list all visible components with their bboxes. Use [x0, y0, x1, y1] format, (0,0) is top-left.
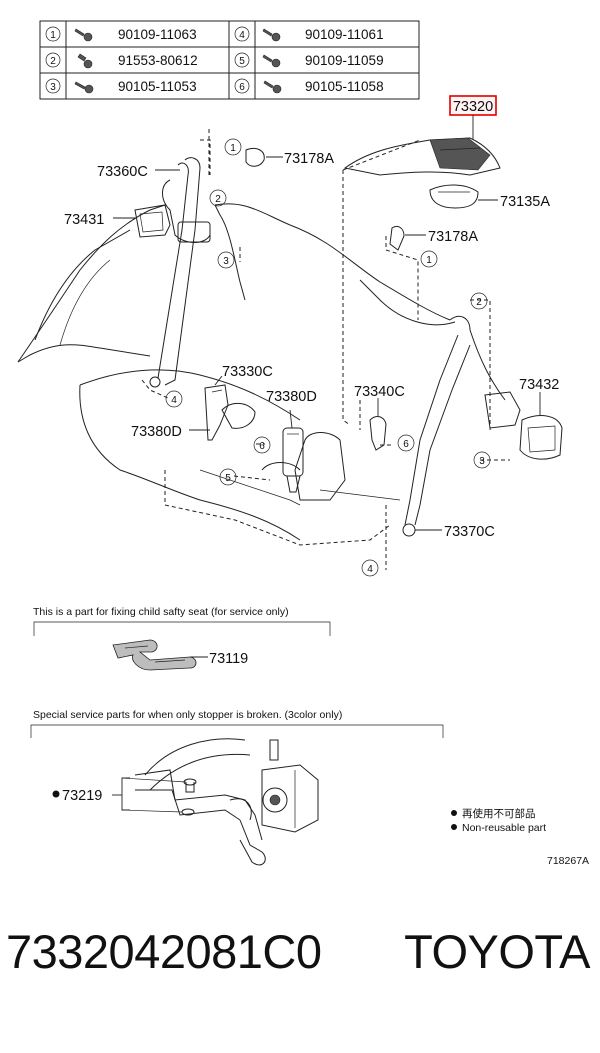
part-labels: 73360C 73178A 73135A 73178A 73431 73330C…: [64, 151, 559, 540]
label-73178A-top: 73178A: [284, 151, 334, 167]
anchor-clip: [389, 225, 405, 251]
fastener-table: 1 90109-11063 2 91553-80612 3 90105-1105…: [39, 20, 420, 100]
callout-4-b: 4: [361, 559, 379, 577]
footer-part-number: 7332042081C0: [6, 925, 322, 978]
belt-assembly-right: [402, 315, 521, 537]
label-73431: 73431: [64, 212, 104, 228]
callout-1-a: 1: [224, 138, 242, 156]
label-73135A: 73135A: [500, 194, 550, 210]
stopper-note: Special service parts for when only stop…: [33, 709, 342, 721]
label-73360C: 73360C: [97, 164, 148, 180]
highlight-part-label: 73320: [453, 99, 493, 115]
stopper-section: Special service parts for when only stop…: [30, 709, 444, 866]
callout-3-a: 3: [217, 251, 235, 269]
table-no-3: 3: [50, 82, 56, 93]
dashed-reference-lines: [141, 129, 510, 570]
callout-2-a: 2: [209, 189, 227, 207]
svg-text:1: 1: [426, 255, 432, 266]
label-73380D-left: 73380D: [131, 424, 182, 440]
svg-text:6: 6: [259, 441, 265, 452]
stopper-button: [181, 778, 197, 816]
retractor-cover-right: [519, 415, 563, 460]
figure-code: 718267A: [547, 855, 589, 867]
stopper-retractor: [261, 764, 319, 833]
anchor-cover-cap: [245, 147, 265, 167]
label-73370C: 73370C: [444, 524, 495, 540]
stopper-belt-assembly: [134, 738, 279, 866]
bolt-icon: [74, 28, 93, 42]
buckle-73380D-right: [282, 427, 304, 493]
callout-6-a: 6: [253, 436, 271, 454]
svg-text:3: 3: [479, 456, 485, 467]
table-no-2: 2: [50, 56, 56, 67]
footer: 7332042081C0 TOYOTA: [0, 912, 600, 992]
svg-text:2: 2: [476, 297, 482, 308]
label-73219: 73219: [62, 788, 102, 804]
table-row-2: 2 91553-80612: [45, 52, 198, 69]
table-part-2: 91553-80612: [118, 53, 198, 68]
callout-6-b: 6: [397, 434, 415, 452]
buckle-73380D-left: [221, 403, 256, 429]
non-reusable-bullet: [52, 790, 60, 798]
svg-text:4: 4: [171, 395, 177, 406]
table-part-6: 90105-11058: [305, 79, 384, 94]
buckle-73340C: [369, 416, 387, 451]
label-73432: 73432: [519, 377, 559, 393]
table-part-5: 90109-11059: [305, 53, 384, 68]
table-row-4: 4 90109-11061: [234, 26, 384, 42]
table-no-6: 6: [239, 82, 245, 93]
callout-5-a: 5: [219, 468, 237, 486]
retractor-cover: [429, 184, 479, 209]
label-73178A-mid: 73178A: [428, 229, 478, 245]
callout-circles: 1 2 3 4 6 5 1 2 6 3 4: [165, 138, 491, 577]
retractor-assembly-top: [343, 137, 501, 176]
callout-2-b: 2: [470, 292, 488, 310]
callout-4-a: 4: [165, 390, 183, 408]
table-row-5: 5 90109-11059: [234, 52, 384, 68]
callout-3-b: 3: [473, 451, 491, 469]
legend-english: Non-reusable part: [462, 822, 546, 834]
callout-1-b: 1: [420, 250, 438, 268]
svg-text:6: 6: [403, 439, 409, 450]
shoulder-anchor-cover: [134, 204, 171, 238]
table-part-4: 90109-11061: [305, 27, 384, 42]
vehicle-body-outline: [17, 203, 456, 541]
svg-text:2: 2: [215, 194, 221, 205]
legend-bullet-1: [451, 810, 457, 816]
legend-bullet-2: [451, 824, 457, 830]
table-row-6: 6 90105-11058: [234, 78, 384, 94]
bolt-icon: [263, 80, 282, 94]
bolt-icon: [74, 81, 94, 94]
label-73330C: 73330C: [222, 364, 273, 380]
clip-icon: [77, 53, 93, 69]
svg-text:1: 1: [230, 143, 236, 154]
buckle-73330C: [204, 384, 229, 441]
child-seat-note: This is a part for fixing child safty se…: [33, 606, 289, 618]
table-row-3: 3 90105-11053: [45, 78, 197, 94]
legend: 再使用不可部品 Non-reusable part 718267A: [451, 807, 589, 867]
legend-japanese: 再使用不可部品: [462, 807, 536, 820]
table-no-1: 1: [50, 30, 56, 41]
bolt-icon: [262, 54, 281, 68]
footer-brand: TOYOTA: [404, 925, 590, 978]
label-73380D-right: 73380D: [266, 389, 317, 405]
label-73340C: 73340C: [354, 384, 405, 400]
label-73119: 73119: [209, 651, 248, 667]
bolt-icon: [262, 28, 281, 42]
child-seat-section: This is a part for fixing child safty se…: [33, 606, 331, 671]
table-no-4: 4: [239, 30, 245, 41]
table-row-1: 1 90109-11063: [45, 26, 197, 42]
svg-text:5: 5: [225, 473, 231, 484]
table-part-1: 90109-11063: [118, 27, 197, 42]
table-part-3: 90105-11053: [118, 79, 197, 94]
highlight-part-73320[interactable]: 73320: [449, 95, 497, 140]
svg-text:3: 3: [223, 256, 229, 267]
table-no-5: 5: [239, 56, 245, 67]
child-seat-anchor-bracket: [112, 639, 197, 671]
belt-assembly-left: [149, 157, 211, 388]
svg-text:4: 4: [367, 564, 373, 575]
